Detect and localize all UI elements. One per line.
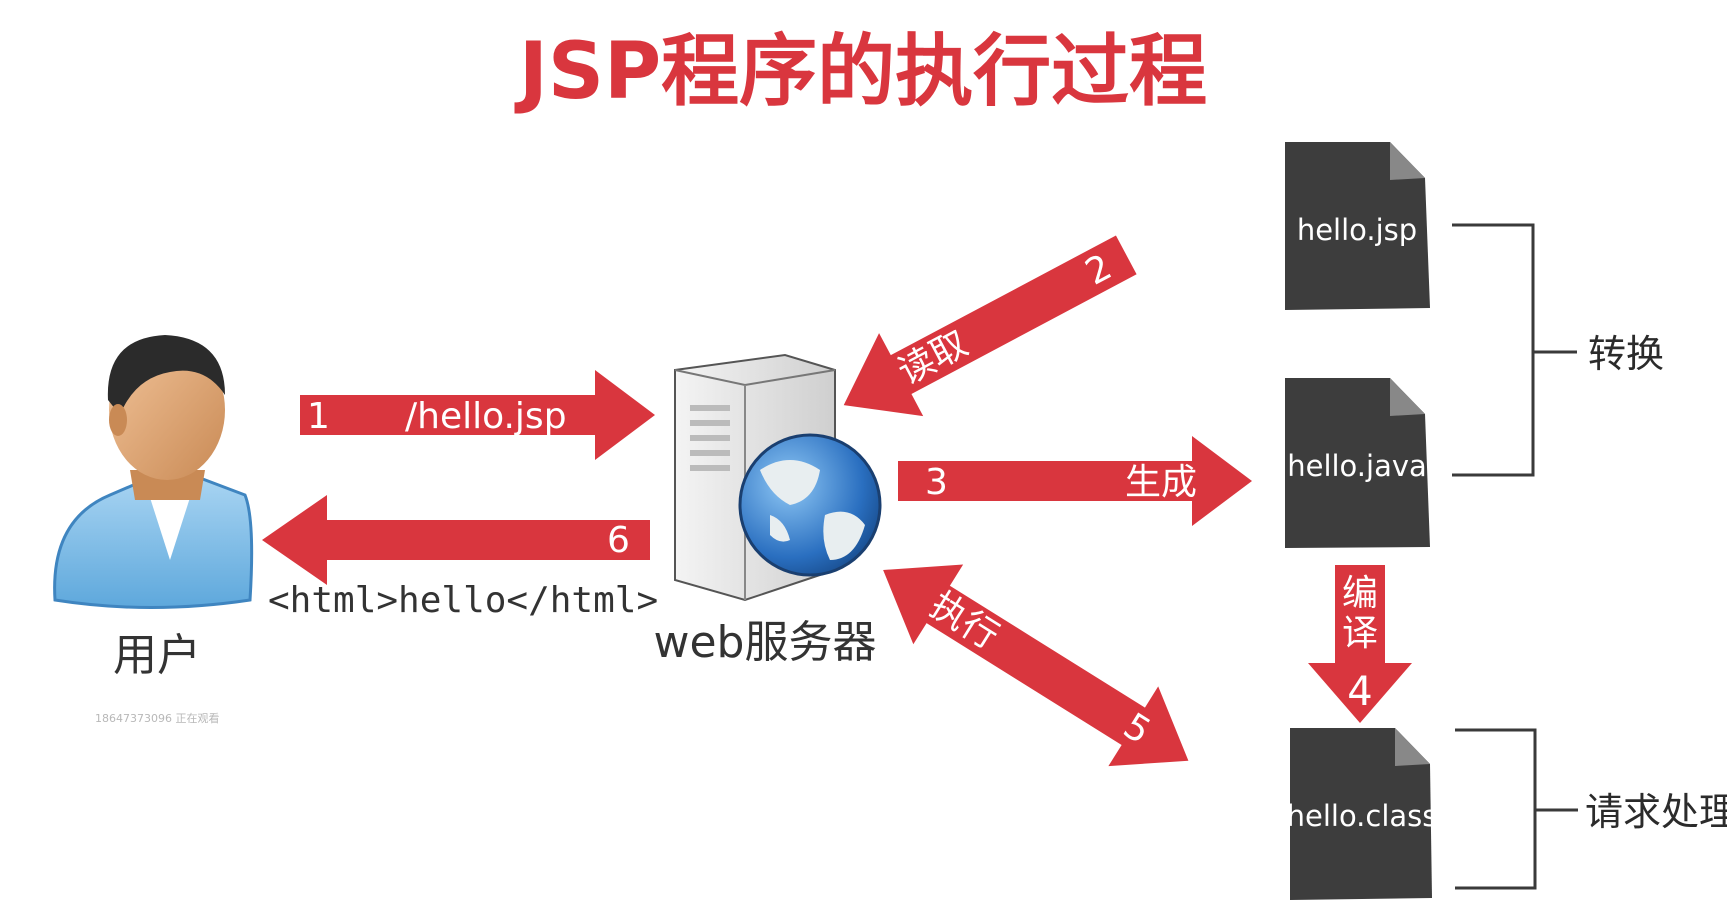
compile-arrow <box>1308 565 1412 723</box>
web-server-label: web服务器 <box>654 617 877 668</box>
convert-bracket <box>1452 223 1577 477</box>
generate-arrow <box>898 436 1252 526</box>
file-hello-jsp: hello.jsp <box>1285 142 1430 310</box>
diagram-title: JSP程序的执行过程 <box>514 27 1207 117</box>
file-hello-class-label: hello.class <box>1287 799 1438 833</box>
compile-arrow-char-2: 译 <box>1342 613 1378 654</box>
request-arrow-number: 1 <box>307 396 330 437</box>
read-arrow <box>843 235 1137 417</box>
compile-arrow-number: 4 <box>1347 669 1372 715</box>
user-label: 用户 <box>113 630 201 681</box>
response-html-code: <html>hello</html> <box>268 580 658 621</box>
compile-arrow-char-1: 编 <box>1342 573 1378 614</box>
compile-arrow-group: 编 译 4 <box>1308 565 1412 723</box>
execute-arrow <box>883 564 1189 767</box>
response-arrow-number: 6 <box>607 520 630 561</box>
file-hello-java-label: hello.java <box>1287 449 1427 483</box>
request-handling-bracket <box>1455 728 1578 890</box>
request-handling-bracket-label: 请求处理 <box>1585 790 1727 834</box>
response-arrow <box>262 495 650 585</box>
watermark-text: 18647373096 正在观看 <box>95 711 219 725</box>
file-hello-jsp-label: hello.jsp <box>1297 213 1417 247</box>
request-arrow-path: /hello.jsp <box>405 396 567 437</box>
request-arrow <box>300 370 655 460</box>
web-server-icon <box>674 353 882 602</box>
convert-bracket-label: 转换 <box>1588 332 1664 376</box>
file-hello-class: hello.class <box>1287 728 1438 900</box>
file-hello-java: hello.java <box>1285 378 1430 548</box>
generate-arrow-label: 生成 <box>1125 462 1197 503</box>
user-icon <box>53 335 254 609</box>
generate-arrow-number: 3 <box>925 462 948 503</box>
